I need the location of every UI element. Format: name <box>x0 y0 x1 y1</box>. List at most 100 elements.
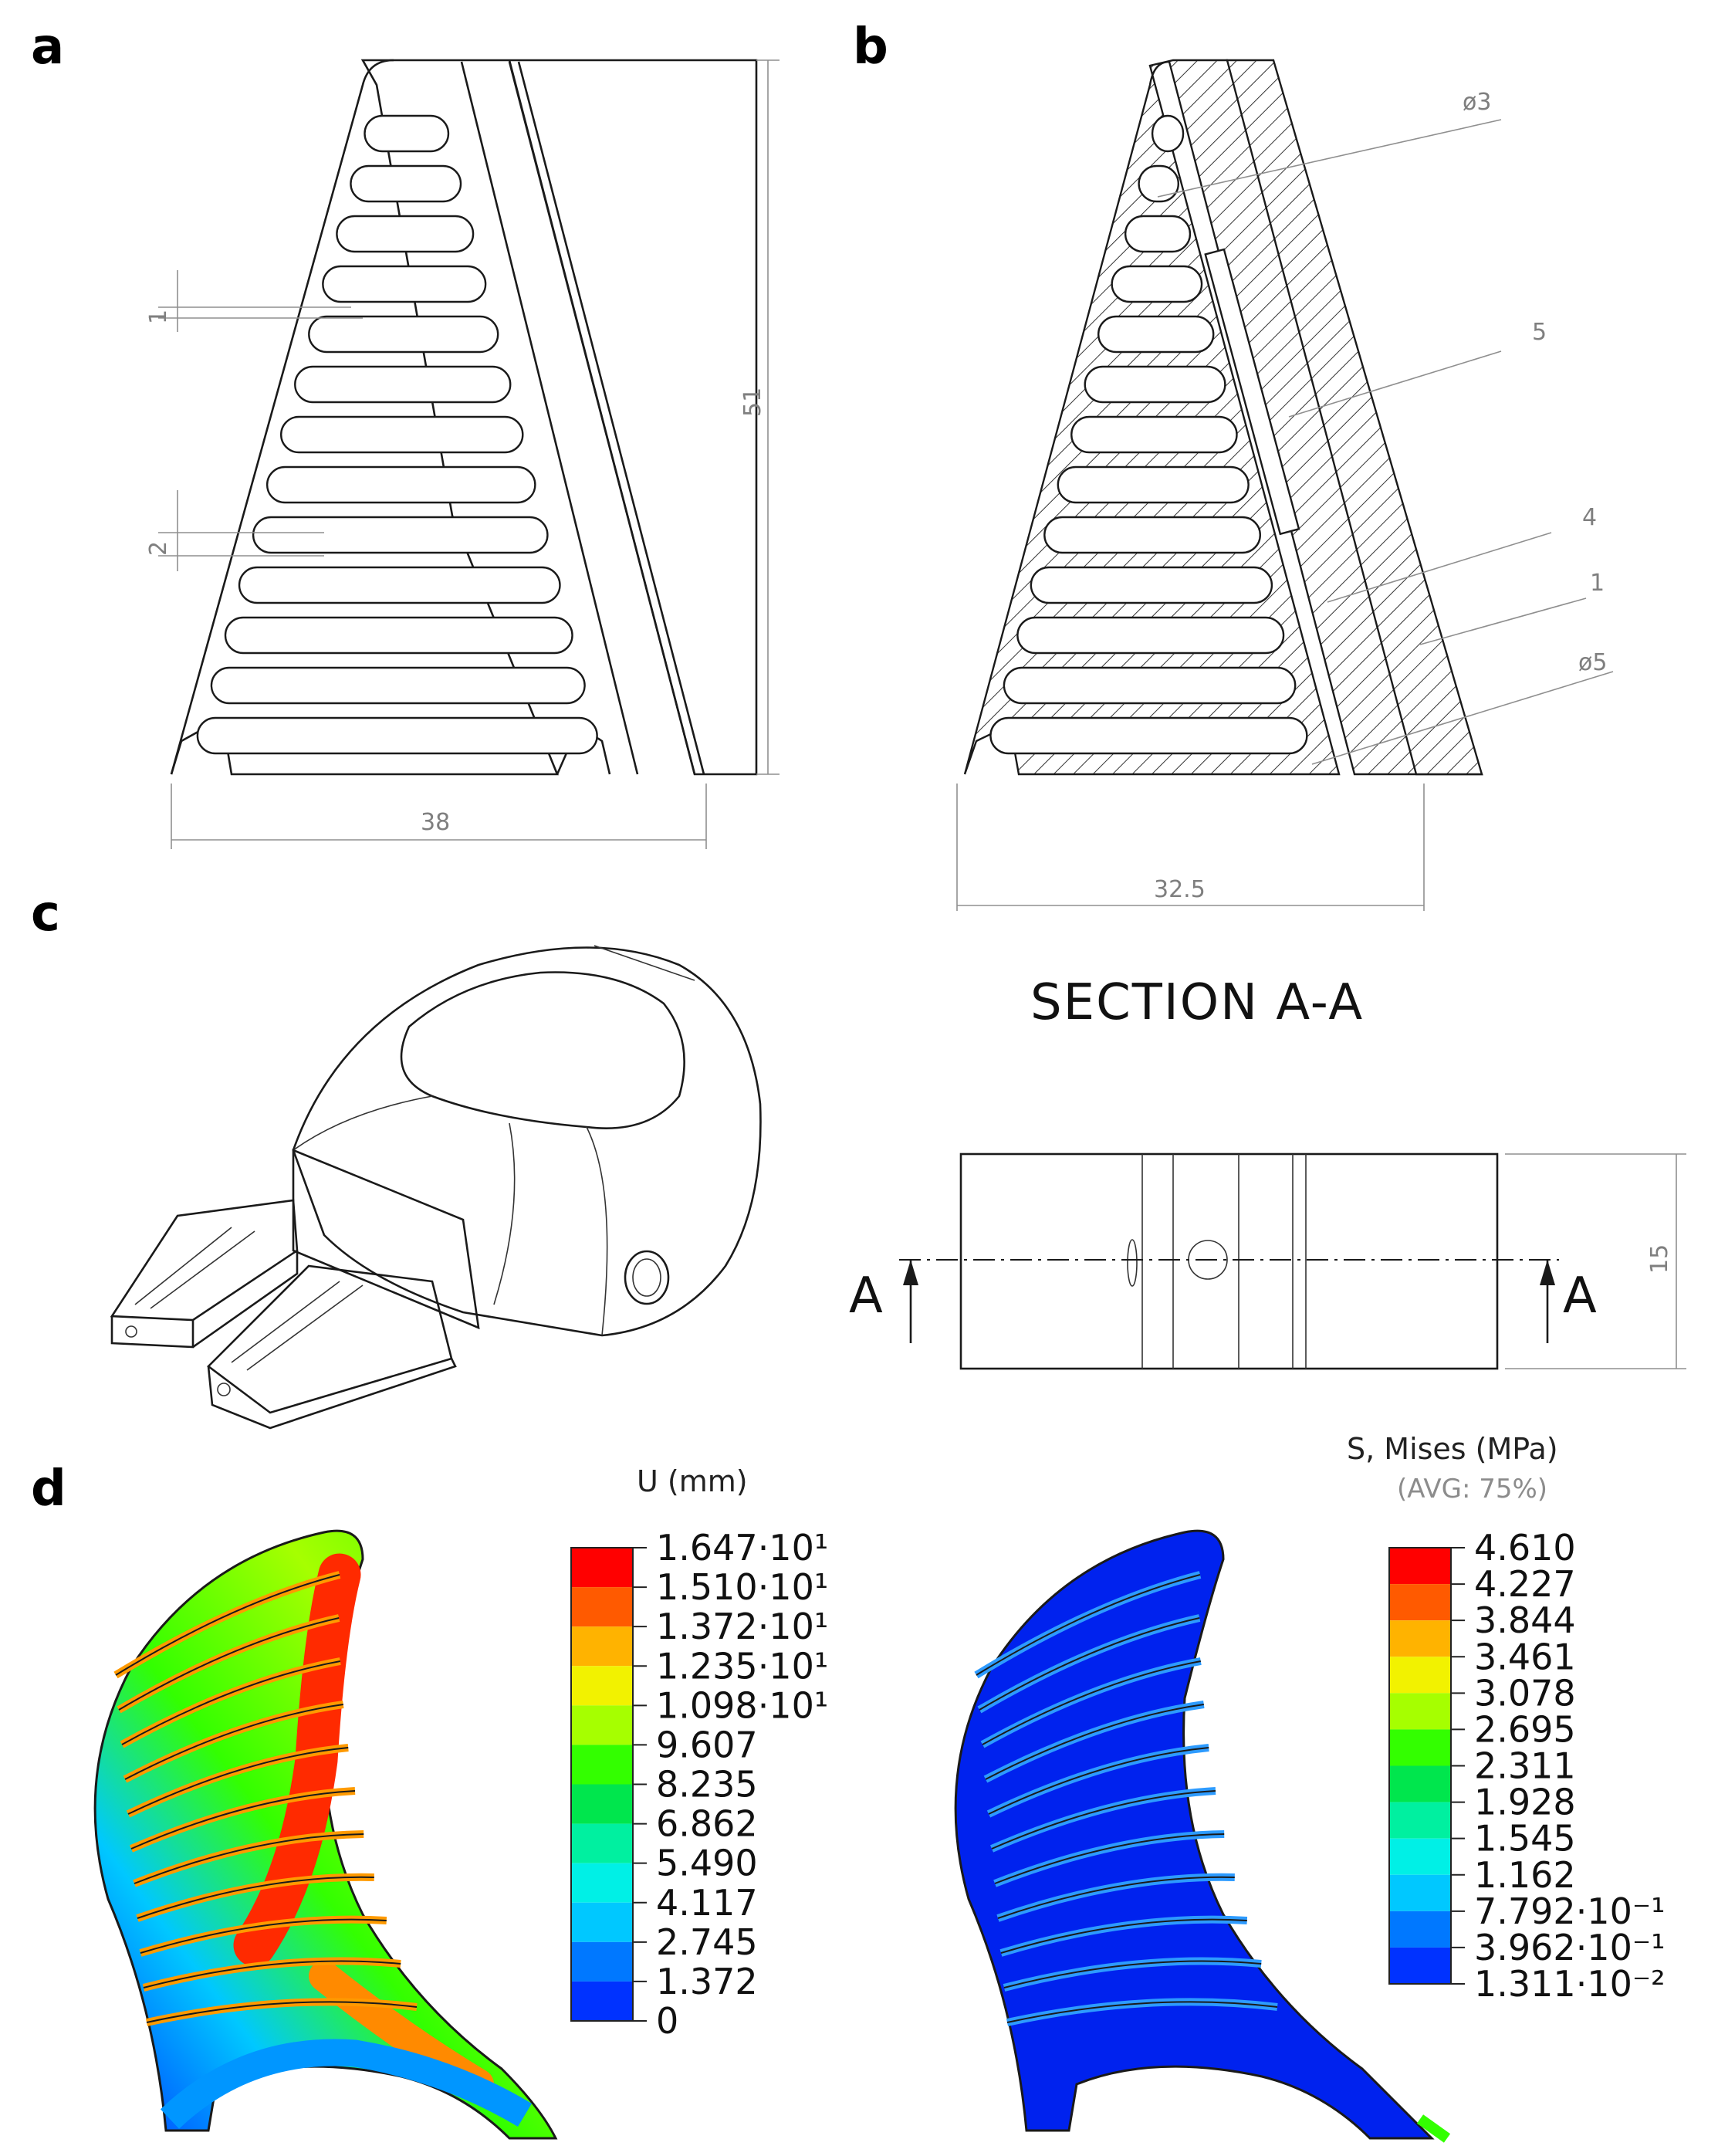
section-slot <box>1084 365 1226 404</box>
slot <box>364 114 450 153</box>
panel-label-d: d <box>31 1460 66 1518</box>
displacement-legend-tick-label: 9.607 <box>656 1724 758 1765</box>
stress-legend-tick-label: 7.792·10⁻¹ <box>1474 1890 1666 1932</box>
dim-rib-text: 2 <box>145 541 172 556</box>
displacement-legend-tick-label: 1.235·10¹ <box>656 1645 828 1687</box>
stress-legend-tick-label: 4.610 <box>1474 1527 1576 1569</box>
stress-rib-line-outline <box>979 1617 1200 1711</box>
dimension-height-51: 51 <box>739 59 780 775</box>
leader-1: 1 <box>1419 570 1605 645</box>
slot <box>279 415 524 454</box>
section-arrow-left-label: A <box>849 1268 884 1325</box>
stress-legend-swatch <box>1389 1838 1451 1875</box>
section-slot <box>1124 215 1192 253</box>
slot <box>336 215 475 253</box>
displacement-legend-tick-label: 1.510·10¹ <box>656 1566 828 1608</box>
stress-contour-plot <box>954 1529 1451 2143</box>
slot <box>322 265 487 303</box>
leader-d3-text: ø3 <box>1463 89 1491 116</box>
dimension-width-38: 38 <box>171 784 707 849</box>
stress-legend-swatch <box>1389 1874 1451 1911</box>
displacement-legend-tick-label: 1.372 <box>656 1961 758 2002</box>
stress-tick-labels: 4.6104.2273.8443.4613.0782.6952.3111.928… <box>1451 1527 1666 2005</box>
stress-legend-tick-label: 2.695 <box>1474 1708 1576 1750</box>
leader-d5: ø5 <box>1311 649 1614 765</box>
stress-legend-swatch <box>1389 1584 1451 1621</box>
panel-label-c: c <box>31 885 60 943</box>
displacement-legend-swatch <box>571 1666 633 1706</box>
slot <box>265 465 536 504</box>
stress-rib-lines <box>974 1571 1278 2026</box>
stress-legend-swatch <box>1389 1693 1451 1730</box>
section-slot <box>1138 164 1180 203</box>
panel-d: d U (mm) 1.647·10¹1.510·10¹1.372·10¹1.23… <box>31 1432 1666 2143</box>
stress-legend-swatch <box>1389 1657 1451 1694</box>
stress-legend-swatch <box>1389 1947 1451 1984</box>
stress-legend-tick-label: 3.461 <box>1474 1636 1576 1677</box>
section-title: SECTION A-A <box>1030 974 1364 1031</box>
displacement-legend-swatch <box>571 1941 633 1982</box>
leader-5-text: 5 <box>1532 319 1547 346</box>
displacement-legend-swatch <box>571 1548 633 1588</box>
displacement-legend-swatch <box>571 1705 633 1745</box>
section-arrow-right: A <box>1540 1260 1598 1343</box>
displacement-legend-swatch <box>571 1784 633 1824</box>
displacement-legend-tick-label: 2.745 <box>656 1921 758 1963</box>
stress-legend-swatch <box>1389 1802 1451 1839</box>
rib-line-outline <box>134 1833 364 1884</box>
panel-label-b: b <box>853 19 888 76</box>
stress-rib-line-outline <box>988 1747 1209 1815</box>
section-slot <box>1111 265 1203 303</box>
displacement-legend-tick-label: 6.862 <box>656 1803 758 1845</box>
stress-legend-tick-label: 4.227 <box>1474 1563 1576 1605</box>
section-arrow-left: A <box>849 1260 918 1343</box>
section-slot <box>1043 516 1261 554</box>
leader-5: 5 <box>1288 319 1547 418</box>
displacement-legend-swatch <box>571 1863 633 1903</box>
displacement-legend-swatch <box>571 1745 633 1785</box>
stress-rib-line-outline <box>976 1574 1201 1676</box>
dimension-width-32-5: 32.5 <box>956 784 1425 911</box>
stress-rib-line-outline <box>1006 2001 1278 2023</box>
rib-line-outline <box>124 1704 343 1780</box>
rib-line-outline <box>118 1617 340 1711</box>
section-drawing <box>963 59 1483 776</box>
section-slot <box>1097 315 1215 354</box>
dimension-rib-2: 2 <box>145 490 324 571</box>
stress-rib-line-outline <box>997 1876 1235 1919</box>
stress-legend-swatch <box>1389 1765 1451 1802</box>
rib-line-outline <box>127 1747 349 1815</box>
rib-line-outline <box>137 1876 374 1919</box>
slot <box>294 365 512 404</box>
slot <box>252 516 549 554</box>
leader-d3: ø3 <box>1157 89 1502 198</box>
slot-array <box>196 114 598 755</box>
slot <box>196 716 598 755</box>
section-arrow-right-label: A <box>1563 1268 1598 1325</box>
stress-rib-line-outline <box>994 1833 1225 1884</box>
top-view-drawing: A A 15 <box>849 1152 1686 1370</box>
section-slot-array <box>989 114 1308 755</box>
gripper-isometric-view <box>110 945 762 1430</box>
slot <box>224 616 573 655</box>
displacement-color-bar <box>570 1547 634 2022</box>
displacement-legend-swatch <box>571 1587 633 1627</box>
rib-line-outline <box>115 1574 340 1676</box>
dim-height-text: 51 <box>739 388 766 417</box>
leader-d5-text: ø5 <box>1578 649 1607 676</box>
dim-width-text: 38 <box>421 809 450 836</box>
slot <box>238 566 561 604</box>
displacement-legend-swatch <box>571 1823 633 1863</box>
displacement-legend-tick-label: 0 <box>656 2000 678 2042</box>
leader-4-text: 4 <box>1582 504 1597 531</box>
stress-legend-tick-label: 3.078 <box>1474 1672 1576 1714</box>
section-slot <box>1070 415 1238 454</box>
stress-legend-title: S, Mises (MPa) <box>1347 1432 1558 1466</box>
leader-4: 4 <box>1327 504 1597 603</box>
displacement-legend-swatch <box>571 1626 633 1667</box>
stress-legend-tick-label: 3.844 <box>1474 1599 1576 1641</box>
rib-line-outline <box>121 1660 340 1745</box>
displacement-tick-labels: 1.647·10¹1.510·10¹1.372·10¹1.235·10¹1.09… <box>633 1527 828 2042</box>
rib-line-outline <box>130 1790 356 1850</box>
